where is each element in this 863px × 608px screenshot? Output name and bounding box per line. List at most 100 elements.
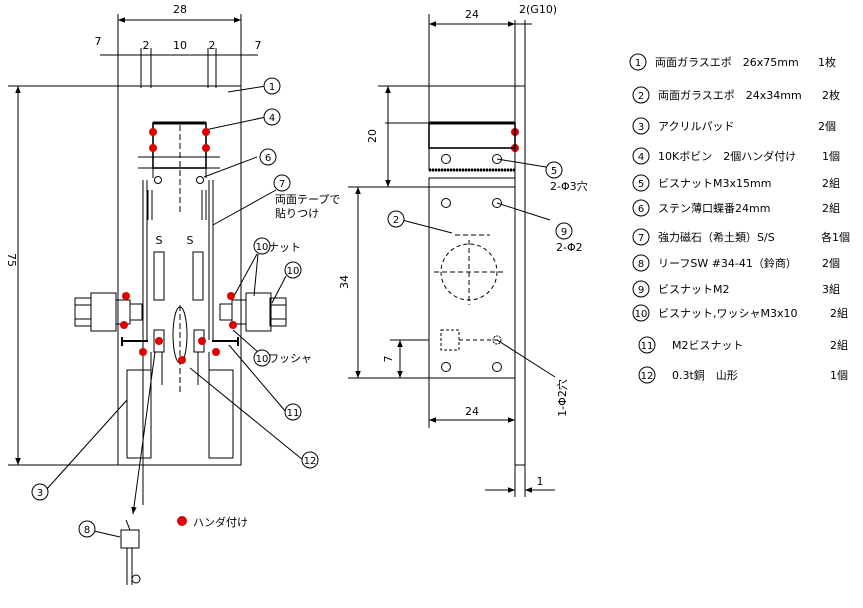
part-num-10: 10 xyxy=(635,309,648,320)
part-num-1: 1 xyxy=(635,58,641,69)
part-num-4: 4 xyxy=(638,152,644,163)
s-label-left: S xyxy=(156,234,163,247)
pad-right xyxy=(208,369,234,459)
parts-list-numbers: 1 2 3 4 5 6 7 8 9 10 11 12 xyxy=(635,58,654,382)
front-view-markers xyxy=(31,77,319,538)
dim-7b: 7 xyxy=(255,39,262,52)
part-num-5: 5 xyxy=(638,179,644,190)
part-qty-11: 2組 xyxy=(830,339,848,352)
marker-10c: 10 xyxy=(256,354,269,365)
marker-3: 3 xyxy=(37,488,43,499)
hole-label-2: 2-Φ2 xyxy=(556,241,583,254)
part-name-5: ビスナットM3x15mm xyxy=(658,177,771,190)
part-name-2: 両面ガラスエポ 24x34mm xyxy=(658,89,802,102)
dim-28: 28 xyxy=(173,3,187,16)
side-view-marker-numbers: 5 9 2 xyxy=(393,166,567,238)
part-num-9: 9 xyxy=(638,285,644,296)
tape-label-1: 両面テープで xyxy=(275,193,340,206)
marker-8: 8 xyxy=(84,525,90,536)
dim-24-top: 24 xyxy=(465,8,479,21)
front-view-text: 28 7 2 10 2 7 75 S S 両面テープで 貼りつけ ナット ワッシ… xyxy=(5,3,340,529)
arrow-to-switch xyxy=(131,351,156,515)
parts-list: 1 2 3 4 5 6 7 8 9 10 11 12 両面ガラスエポ 26x75… xyxy=(629,53,850,384)
solder-points xyxy=(120,128,519,526)
side-view-markers xyxy=(387,161,573,240)
parts-list-markers xyxy=(629,53,656,384)
marker-11: 11 xyxy=(287,408,300,419)
part-qty-4: 1個 xyxy=(822,150,840,163)
part-qty-6: 2組 xyxy=(822,202,840,215)
hole-label-small: 1-Φ2穴 xyxy=(555,379,569,417)
side-bobbin xyxy=(428,122,516,149)
part-name-7: 強力磁石（希土類）S/S xyxy=(658,230,775,244)
part-qty-1: 1枚 xyxy=(818,55,836,69)
part-name-11: M2ビスナット xyxy=(672,339,744,352)
dim-2-g10: 2(G10) xyxy=(519,3,557,16)
dim-24-bottom: 24 xyxy=(465,405,479,418)
hinge-right xyxy=(196,176,204,184)
part-qty-9: 3組 xyxy=(822,283,840,296)
part-num-7: 7 xyxy=(638,233,644,244)
part-qty-5: 2組 xyxy=(822,177,840,190)
magnet-left xyxy=(153,251,165,301)
dim-1: 1 xyxy=(537,475,544,488)
side-view-text: 24 2(G10) 20 34 7 24 1 2-Φ3穴 2-Φ2 1-Φ2穴 xyxy=(338,3,588,488)
dim-34: 34 xyxy=(338,275,351,289)
part-qty-2: 2枚 xyxy=(822,88,840,102)
part-qty-3: 2個 xyxy=(818,120,836,133)
leaf-switch xyxy=(120,529,140,549)
dim-7a: 7 xyxy=(95,35,102,48)
solder-legend-dot xyxy=(177,516,187,526)
sub-plate xyxy=(428,177,516,379)
part-name-12: 0.3t銅 山形 xyxy=(672,368,738,382)
dim-2a: 2 xyxy=(143,39,150,52)
parts-list-names: 両面ガラスエポ 26x75mm 両面ガラスエポ 24x34mm アクリルパッド … xyxy=(655,56,802,382)
dim-7-side: 7 xyxy=(382,356,395,363)
part-num-11: 11 xyxy=(641,341,654,352)
nut-left-outer xyxy=(74,297,92,327)
dim-10: 10 xyxy=(173,39,187,52)
s-label-right: S xyxy=(187,234,194,247)
part-name-4: 10Kボビン 2個ハンダ付け xyxy=(658,149,796,163)
part-name-3: アクリルパッド xyxy=(658,120,734,133)
pad-left xyxy=(126,369,152,459)
front-view-marker-numbers: 1 4 6 7 10 10 10 11 12 3 8 xyxy=(37,82,317,536)
main-plate xyxy=(117,85,242,466)
hole-label-3: 2-Φ3穴 xyxy=(550,179,588,193)
part-qty-7: 各1個 xyxy=(821,230,850,244)
part-num-2: 2 xyxy=(638,91,644,102)
part-qty-8: 2個 xyxy=(822,257,840,270)
washer-label: ワッシャ xyxy=(268,352,312,365)
side-view xyxy=(348,14,556,497)
marker-4: 4 xyxy=(269,113,275,124)
dim-75: 75 xyxy=(5,253,18,267)
dim-20: 20 xyxy=(366,129,379,143)
marker-12: 12 xyxy=(304,456,317,467)
marker-10b: 10 xyxy=(287,266,300,277)
marker-9: 9 xyxy=(561,227,567,238)
parts-list-qty: 1枚 2枚 2個 1個 2組 2組 各1個 2個 3組 2組 2組 1個 xyxy=(818,55,850,382)
part-num-8: 8 xyxy=(638,259,644,270)
front-view xyxy=(8,14,304,585)
side-plate-edge xyxy=(514,85,526,466)
part-num-3: 3 xyxy=(638,122,644,133)
nut-label: ナット xyxy=(268,241,301,254)
part-name-1: 両面ガラスエポ 26x75mm xyxy=(655,56,799,69)
part-qty-10: 2組 xyxy=(830,307,848,320)
part-num-12: 12 xyxy=(641,371,654,382)
part-name-10: ビスナット,ワッシャM3x10 xyxy=(658,307,798,320)
nut-right-outer xyxy=(269,297,287,327)
marker-7: 7 xyxy=(279,179,285,190)
part-num-6: 6 xyxy=(638,204,644,215)
marker-10a: 10 xyxy=(256,242,269,253)
part-name-6: ステン薄口蝶番24mm xyxy=(658,201,770,215)
part-qty-12: 1個 xyxy=(830,369,848,382)
marker-6: 6 xyxy=(265,153,271,164)
solder-legend-label: ハンダ付け xyxy=(193,515,248,529)
magnet-right xyxy=(192,251,204,301)
part-name-8: リーフSW #34-41（鈴商） xyxy=(658,256,797,270)
marker-5: 5 xyxy=(551,166,557,177)
tape-label-2: 貼りつけ xyxy=(275,206,319,220)
hinge-left xyxy=(154,176,162,184)
